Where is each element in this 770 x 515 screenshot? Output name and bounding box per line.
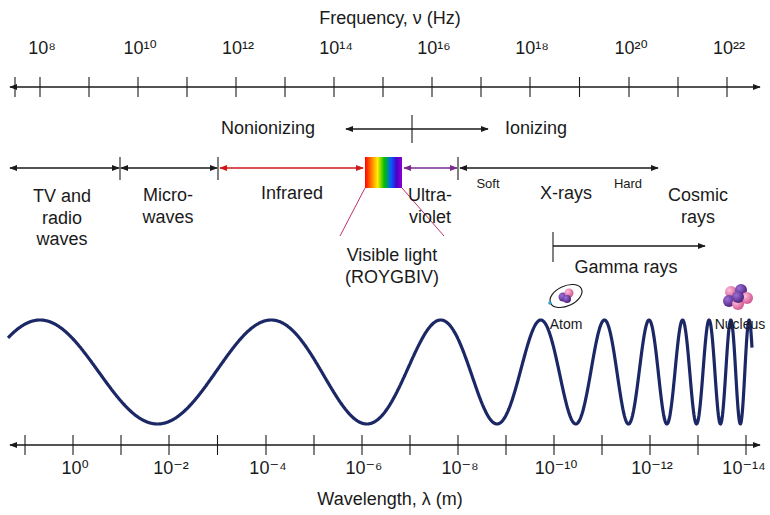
frequency-tick-label: 10²²	[713, 38, 745, 60]
gamma-arrow	[553, 245, 705, 246]
axis-tick	[14, 77, 15, 97]
band-sublabel: Soft	[476, 176, 499, 192]
axis-tick	[313, 435, 314, 455]
frequency-ticks	[15, 77, 727, 97]
axis-tick	[168, 435, 169, 455]
axis-tick	[457, 435, 458, 455]
frequency-tick-label: 10¹⁸	[515, 38, 549, 60]
axis-tick	[361, 435, 362, 455]
axis-tick	[235, 77, 236, 97]
axis-tick	[505, 435, 506, 455]
nucleus-icon	[723, 284, 753, 310]
axis-tick	[39, 77, 40, 97]
axis-tick	[120, 435, 121, 455]
region-label: Ionizing	[505, 118, 567, 140]
visible-leader	[340, 188, 365, 236]
axis-tick	[745, 435, 746, 455]
axis-tick	[677, 77, 678, 97]
axis-title: Frequency, ν (Hz)	[319, 8, 461, 30]
atom-icon	[546, 280, 585, 312]
band-label: X-rays	[540, 183, 592, 205]
axis-tick	[553, 435, 554, 455]
frequency-tick-label: 10¹²	[222, 38, 254, 60]
frequency-tick-label: 10¹⁴	[319, 38, 353, 60]
axis-tick	[529, 77, 530, 97]
axis-tick	[88, 77, 89, 97]
wavelength-tick-label: 10⁻¹²	[631, 458, 673, 480]
axis-tick	[24, 435, 25, 455]
wavelength-tick-label: 10⁻²	[153, 458, 189, 480]
axis-tick	[333, 77, 334, 97]
axis-tick	[217, 435, 218, 455]
visible-spectrum	[365, 157, 402, 188]
axis-tick	[284, 77, 285, 97]
band-label: Gamma rays	[574, 257, 677, 279]
wavelength-axis	[10, 444, 760, 445]
axis-tick	[265, 435, 266, 455]
ionizing-arrow	[346, 128, 488, 129]
axis-tick	[697, 435, 698, 455]
wavelength-tick-label: 10⁻⁶	[346, 458, 383, 480]
region-label: Nonionizing	[221, 118, 315, 140]
wavelength-tick-label: 10⁰	[61, 458, 88, 480]
band-label: Infrared	[261, 183, 323, 205]
axis-title: Wavelength, λ (m)	[317, 489, 462, 511]
band-sublabel: Hard	[614, 176, 642, 192]
wavelength-tick-label: 10⁻¹⁴	[722, 458, 765, 480]
band-label: Ultra- violet	[400, 185, 460, 228]
axis-tick	[137, 77, 138, 97]
frequency-axis	[10, 86, 760, 87]
axis-tick	[382, 77, 383, 97]
wavelength-tick-label: 10⁻⁴	[249, 458, 286, 480]
icon-label: Nucleus	[715, 316, 766, 333]
axis-tick	[649, 435, 650, 455]
axis-tick	[726, 77, 727, 97]
wavelength-tick-label: 10⁻⁸	[441, 458, 478, 480]
frequency-tick-label: 10²⁰	[614, 38, 647, 60]
frequency-tick-label: 10¹⁰	[123, 38, 156, 60]
band-label: TV and radio waves	[26, 186, 98, 251]
gamma-tick	[552, 232, 553, 262]
icon-label: Atom	[550, 316, 583, 333]
frequency-tick-label: 10⁸	[28, 38, 56, 60]
axis-tick	[601, 435, 602, 455]
axis-tick	[409, 435, 410, 455]
frequency-tick-label: 10¹⁶	[417, 38, 450, 60]
axis-tick	[72, 435, 73, 455]
axis-tick	[579, 77, 580, 97]
axis-tick	[431, 77, 432, 97]
band-label: Micro- waves	[133, 185, 203, 228]
wavelength-ticks	[25, 435, 746, 455]
ionizing-divider	[411, 115, 412, 143]
axis-tick	[480, 77, 481, 97]
wavelength-tick-label: 10⁻¹⁰	[535, 458, 578, 480]
wave-curve	[8, 320, 752, 424]
band-label: Cosmic rays	[662, 185, 734, 228]
band-label: Visible light (ROYGBIV)	[332, 245, 452, 288]
axis-tick	[628, 77, 629, 97]
axis-tick	[186, 77, 187, 97]
